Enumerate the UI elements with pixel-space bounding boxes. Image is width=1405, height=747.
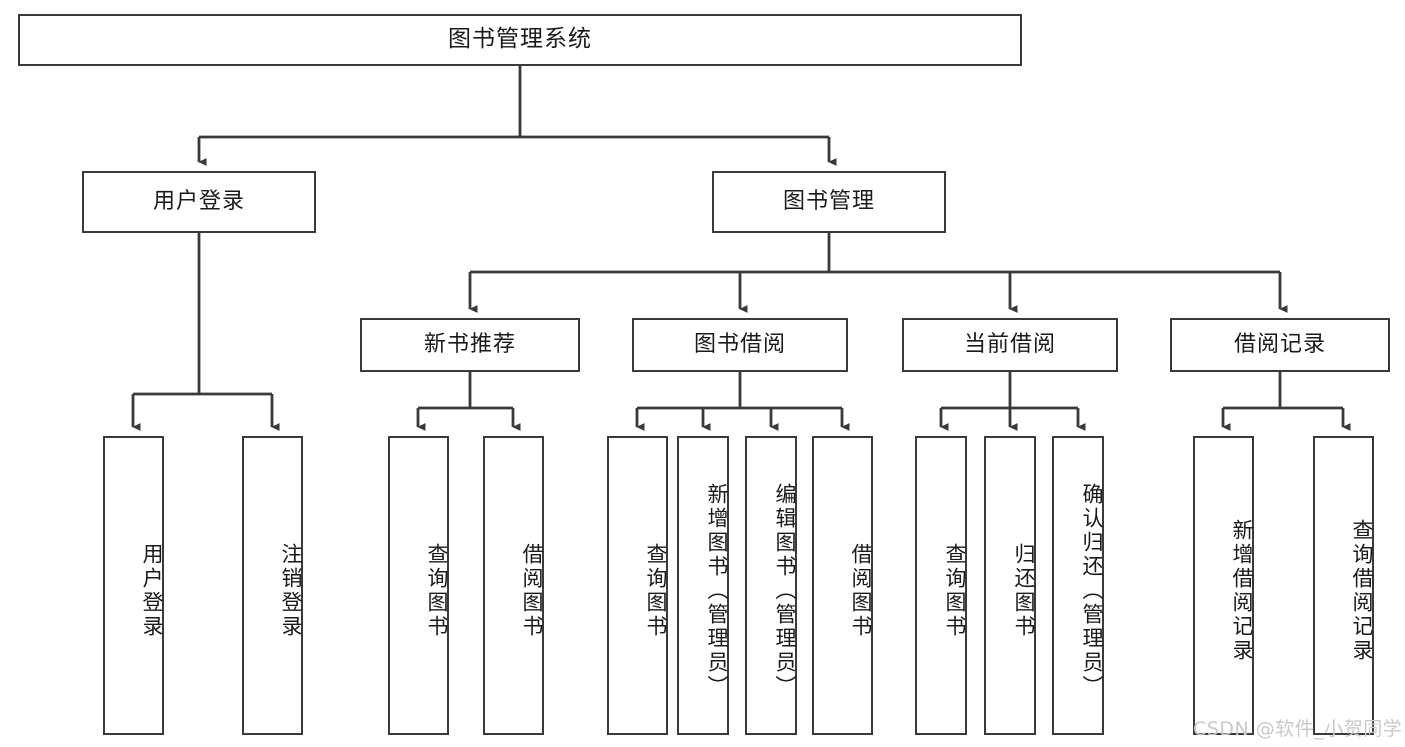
node-leaf-query-book-2-label: 查询图书 [644,542,668,639]
node-current-borrow[interactable]: 当前借阅 [902,318,1118,372]
node-leaf-add-record-label: 新增借阅记录 [1230,518,1254,663]
node-leaf-confirm-return[interactable]: 确认归还（管理员） [1052,436,1104,735]
node-leaf-user-login-label: 用户登录 [140,542,164,639]
node-leaf-borrow-book-2-label: 借阅图书 [849,542,873,639]
node-leaf-borrow-book-1-label: 借阅图书 [520,542,544,639]
node-root-label: 图书管理系统 [448,26,592,53]
node-leaf-edit-book-label: 编辑图书（管理员） [773,482,797,699]
node-leaf-return-book[interactable]: 归还图书 [984,436,1036,735]
node-book-borrow[interactable]: 图书借阅 [632,318,848,372]
node-current-borrow-label: 当前借阅 [963,331,1056,357]
node-leaf-query-book-1-label: 查询图书 [425,542,449,639]
node-leaf-edit-book[interactable]: 编辑图书（管理员） [745,436,797,735]
node-book-borrow-label: 图书借阅 [693,331,786,357]
node-book-manage[interactable]: 图书管理 [712,171,946,233]
node-root[interactable]: 图书管理系统 [18,14,1022,66]
node-leaf-borrow-book-2[interactable]: 借阅图书 [812,436,873,735]
node-leaf-query-book-3-label: 查询图书 [943,542,967,639]
node-leaf-add-record[interactable]: 新增借阅记录 [1193,436,1254,735]
csdn-watermark: CSDN @软件_小贺同学 [1193,718,1403,740]
node-leaf-user-logout[interactable]: 注销登录 [242,436,303,735]
node-leaf-user-login[interactable]: 用户登录 [103,436,164,735]
node-leaf-borrow-book-1[interactable]: 借阅图书 [483,436,544,735]
node-new-book-rec[interactable]: 新书推荐 [360,318,580,372]
node-leaf-query-book-2[interactable]: 查询图书 [607,436,668,735]
node-leaf-query-record[interactable]: 查询借阅记录 [1313,436,1374,735]
node-leaf-user-logout-label: 注销登录 [279,542,303,639]
node-leaf-add-book[interactable]: 新增图书（管理员） [677,436,729,735]
node-leaf-query-record-label: 查询借阅记录 [1350,518,1374,663]
node-leaf-return-book-label: 归还图书 [1012,542,1036,639]
node-book-manage-label: 图书管理 [782,188,875,214]
node-leaf-confirm-return-label: 确认归还（管理员） [1080,482,1104,699]
node-borrow-record-label: 借阅记录 [1233,331,1326,357]
node-user-login[interactable]: 用户登录 [82,171,316,233]
node-user-login-label: 用户登录 [152,188,245,214]
node-leaf-add-book-label: 新增图书（管理员） [705,482,729,699]
node-leaf-query-book-1[interactable]: 查询图书 [388,436,449,735]
node-borrow-record[interactable]: 借阅记录 [1170,318,1390,372]
node-new-book-rec-label: 新书推荐 [423,331,516,357]
node-leaf-query-book-3[interactable]: 查询图书 [915,436,967,735]
